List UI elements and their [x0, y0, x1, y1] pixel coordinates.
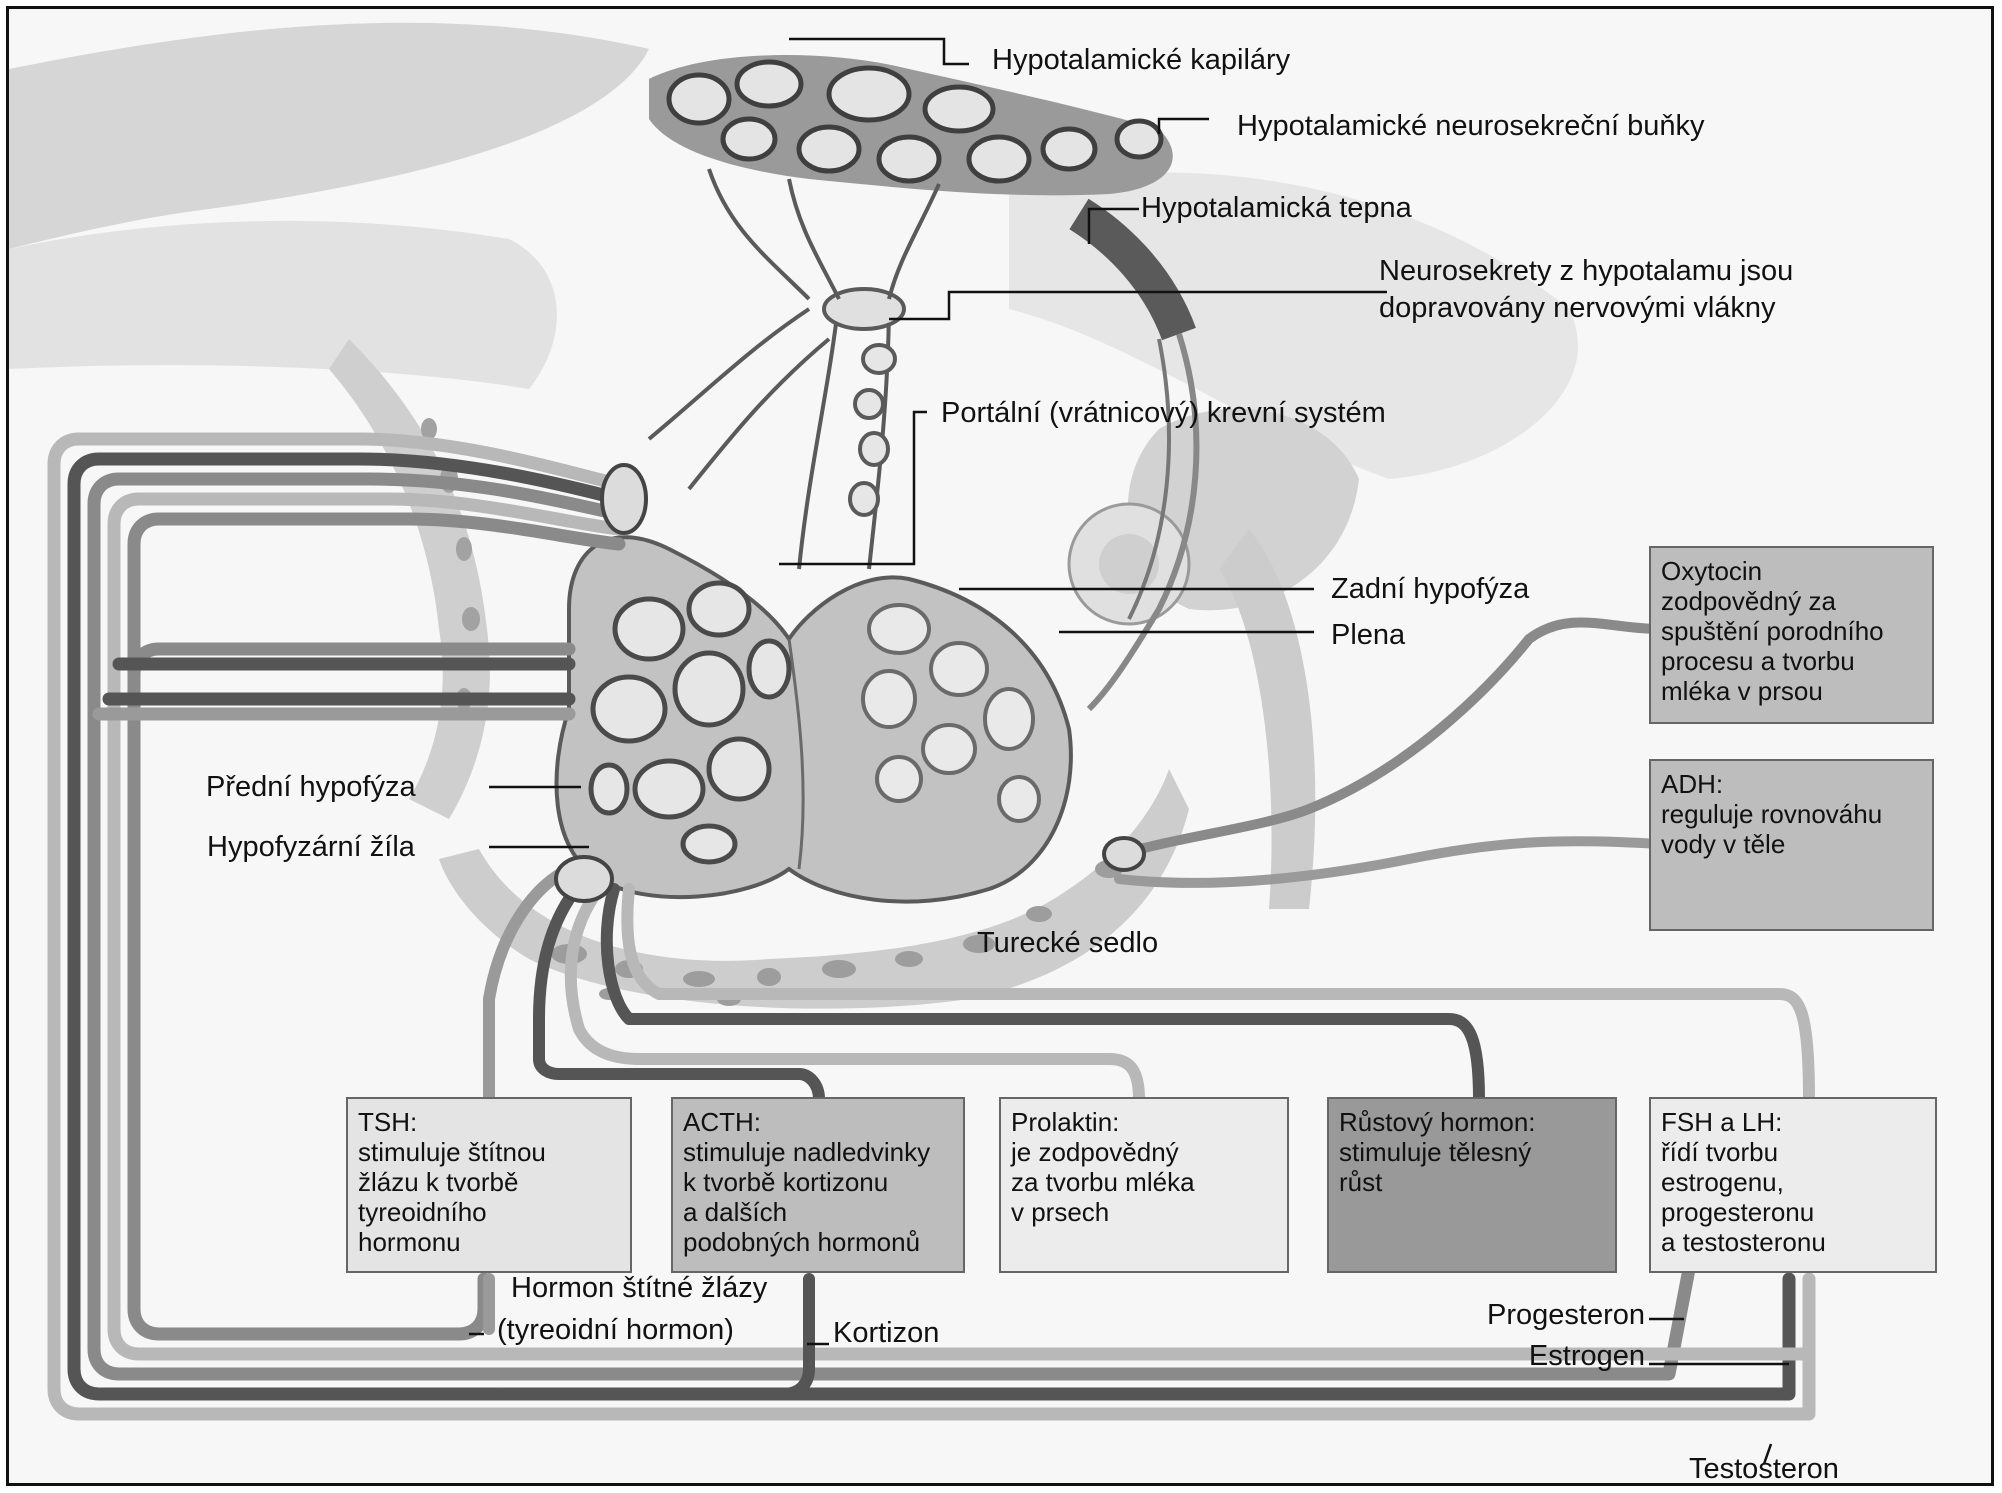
box-adh-title: ADH:	[1661, 769, 1922, 799]
box-fsh-lh-title: FSH a LH:	[1661, 1107, 1925, 1137]
box-prolactin-body: je zodpovědný za tvorbu mléka v prsech	[1011, 1137, 1277, 1227]
label-hypothalamic-artery: Hypotalamická tepna	[1141, 194, 1412, 223]
label-neurosecretions-line1: Neurosekrety z hypotalamu jsou	[1379, 253, 1793, 290]
box-fsh-lh: FSH a LH: řídí tvorbu estrogenu, progest…	[1649, 1097, 1937, 1273]
label-membrane: Plena	[1331, 621, 1405, 650]
box-tsh-body: stimuluje štítnou žlázu k tvorbě tyreoid…	[358, 1137, 620, 1257]
portal-stalk	[649, 289, 904, 569]
box-acth-title: ACTH:	[683, 1107, 953, 1137]
box-growth-hormone: Růstový hormon: stimuluje tělesný růst	[1327, 1097, 1617, 1273]
label-anterior-pituitary: Přední hypofýza	[206, 773, 416, 802]
label-thyroid-hormone-sub: (tyreoidní hormon)	[497, 1316, 734, 1345]
label-portal-system: Portální (vrátnicový) krevní systém	[941, 399, 1386, 428]
label-estrogen: Estrogen	[1399, 1342, 1645, 1371]
box-tsh-title: TSH:	[358, 1107, 620, 1137]
box-fsh-lh-body: řídí tvorbu estrogenu, progesteronu a te…	[1661, 1137, 1925, 1257]
box-prolactin: Prolaktin: je zodpovědný za tvorbu mléka…	[999, 1097, 1289, 1273]
label-neurosecretions-line2: dopravovány nervovými vlákny	[1379, 290, 1793, 327]
box-prolactin-title: Prolaktin:	[1011, 1107, 1277, 1137]
label-cortisone: Kortizon	[833, 1319, 939, 1348]
label-sella-turcica: Turecké sedlo	[977, 929, 1158, 958]
label-progesterone: Progesteron	[1399, 1301, 1645, 1330]
label-neurosecretory-cells: Hypotalamické neurosekreční buňky	[1237, 112, 1704, 141]
box-oxytocin-body: zodpovědný za spuštění porodního procesu…	[1661, 586, 1922, 706]
label-pituitary-vein: Hypofyzární žíla	[207, 833, 415, 862]
label-testosterone: Testosteron	[1689, 1455, 1839, 1484]
label-hypothalamic-capillaries: Hypotalamické kapiláry	[992, 46, 1290, 75]
label-thyroid-hormone: Hormon štítné žlázy	[511, 1274, 767, 1303]
box-acth: ACTH: stimuluje nadledvinky k tvorbě kor…	[671, 1097, 965, 1273]
box-acth-body: stimuluje nadledvinky k tvorbě kortizonu…	[683, 1137, 953, 1257]
box-growth-hormone-body: stimuluje tělesný růst	[1339, 1137, 1605, 1197]
box-growth-hormone-title: Růstový hormon:	[1339, 1107, 1605, 1137]
label-posterior-pituitary: Zadní hypofýza	[1331, 575, 1529, 604]
box-tsh: TSH: stimuluje štítnou žlázu k tvorbě ty…	[346, 1097, 632, 1273]
box-adh-body: reguluje rovnováhu vody v těle	[1661, 799, 1922, 859]
diagram-frame: Hypotalamické kapiláry Hypotalamické neu…	[6, 6, 1994, 1486]
box-oxytocin: Oxytocin zodpovědný za spuštění porodníh…	[1649, 546, 1934, 724]
box-oxytocin-title: Oxytocin	[1661, 556, 1922, 586]
box-adh: ADH: reguluje rovnováhu vody v těle	[1649, 759, 1934, 931]
label-neurosecretions: Neurosekrety z hypotalamu jsou dopravová…	[1379, 253, 1793, 327]
pituitary-gland	[557, 537, 1071, 901]
